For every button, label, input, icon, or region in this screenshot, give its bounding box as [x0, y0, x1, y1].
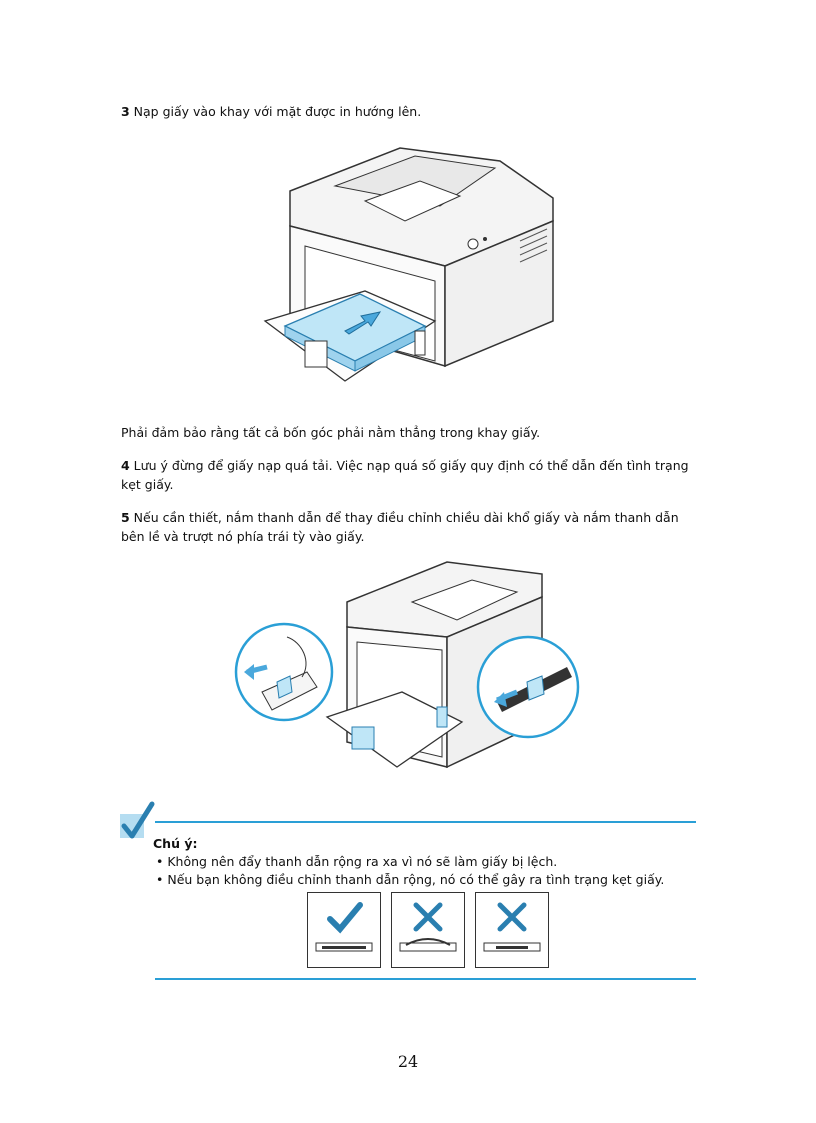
correct-guide-example: [307, 892, 381, 968]
checkmark-note-icon: [120, 801, 155, 839]
step-3-number: 3: [121, 104, 130, 119]
wrong-guide-too-loose-example: [475, 892, 549, 968]
step-4-text: 4 Lưu ý đừng để giấy nạp quá tải. Việc n…: [121, 456, 701, 494]
cross-mark-icon: [483, 902, 541, 952]
step-5-body: Nếu cần thiết, nắm thanh dẫn để thay điề…: [121, 510, 679, 544]
step-3-body: Nạp giấy vào khay với mặt được in hướng …: [129, 104, 422, 119]
cross-mark-icon: [399, 902, 457, 952]
step-5-number: 5: [121, 510, 130, 525]
step-3-text: 3 Nạp giấy vào khay với mặt được in hướn…: [121, 102, 701, 121]
note-bottom-rule: [155, 978, 696, 980]
step-4-body: Lưu ý đừng để giấy nạp quá tải. Việc nạp…: [121, 458, 689, 492]
step-4-number: 4: [121, 458, 130, 473]
note-top-rule: [155, 821, 696, 823]
printer-load-paper-illustration: [263, 147, 554, 382]
step-5-text: 5 Nếu cần thiết, nắm thanh dẫn để thay đ…: [121, 508, 701, 546]
page-number: 24: [397, 1052, 419, 1071]
note-bullet-2: • Nếu bạn không điều chỉnh thanh dẫn rộn…: [156, 872, 665, 887]
note-title: Chú ý:: [153, 836, 198, 851]
adjust-paper-guides-illustration: [234, 561, 580, 769]
step-3-note: Phải đảm bảo rằng tất cả bốn góc phải nằ…: [121, 425, 541, 440]
check-mark-icon: [315, 902, 373, 952]
note-bullet-1: • Không nên đẩy thanh dẫn rộng ra xa vì …: [156, 854, 558, 869]
wrong-guide-too-tight-example: [391, 892, 465, 968]
